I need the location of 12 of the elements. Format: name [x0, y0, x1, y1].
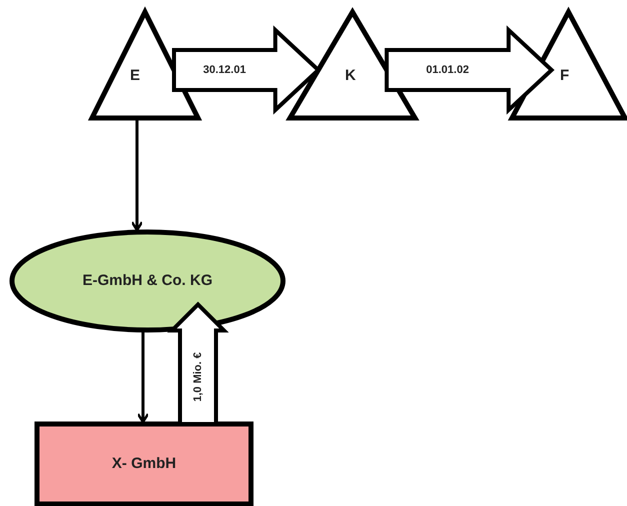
node-label: X- GmbH [110, 455, 178, 472]
node-label: E-GmbH & Co. KG [82, 272, 214, 289]
node-label: F [560, 67, 570, 84]
arrow [130, 118, 144, 232]
block-arrow [172, 25, 322, 115]
node-label: E [130, 67, 140, 84]
arrow [136, 330, 150, 424]
edge-label: 01.01.02 [426, 64, 469, 76]
edge-label: 1,0 Mio. € [192, 352, 204, 402]
node-label: K [345, 67, 356, 84]
edge-label: 30.12.01 [203, 64, 246, 76]
block-arrow [384, 25, 555, 115]
